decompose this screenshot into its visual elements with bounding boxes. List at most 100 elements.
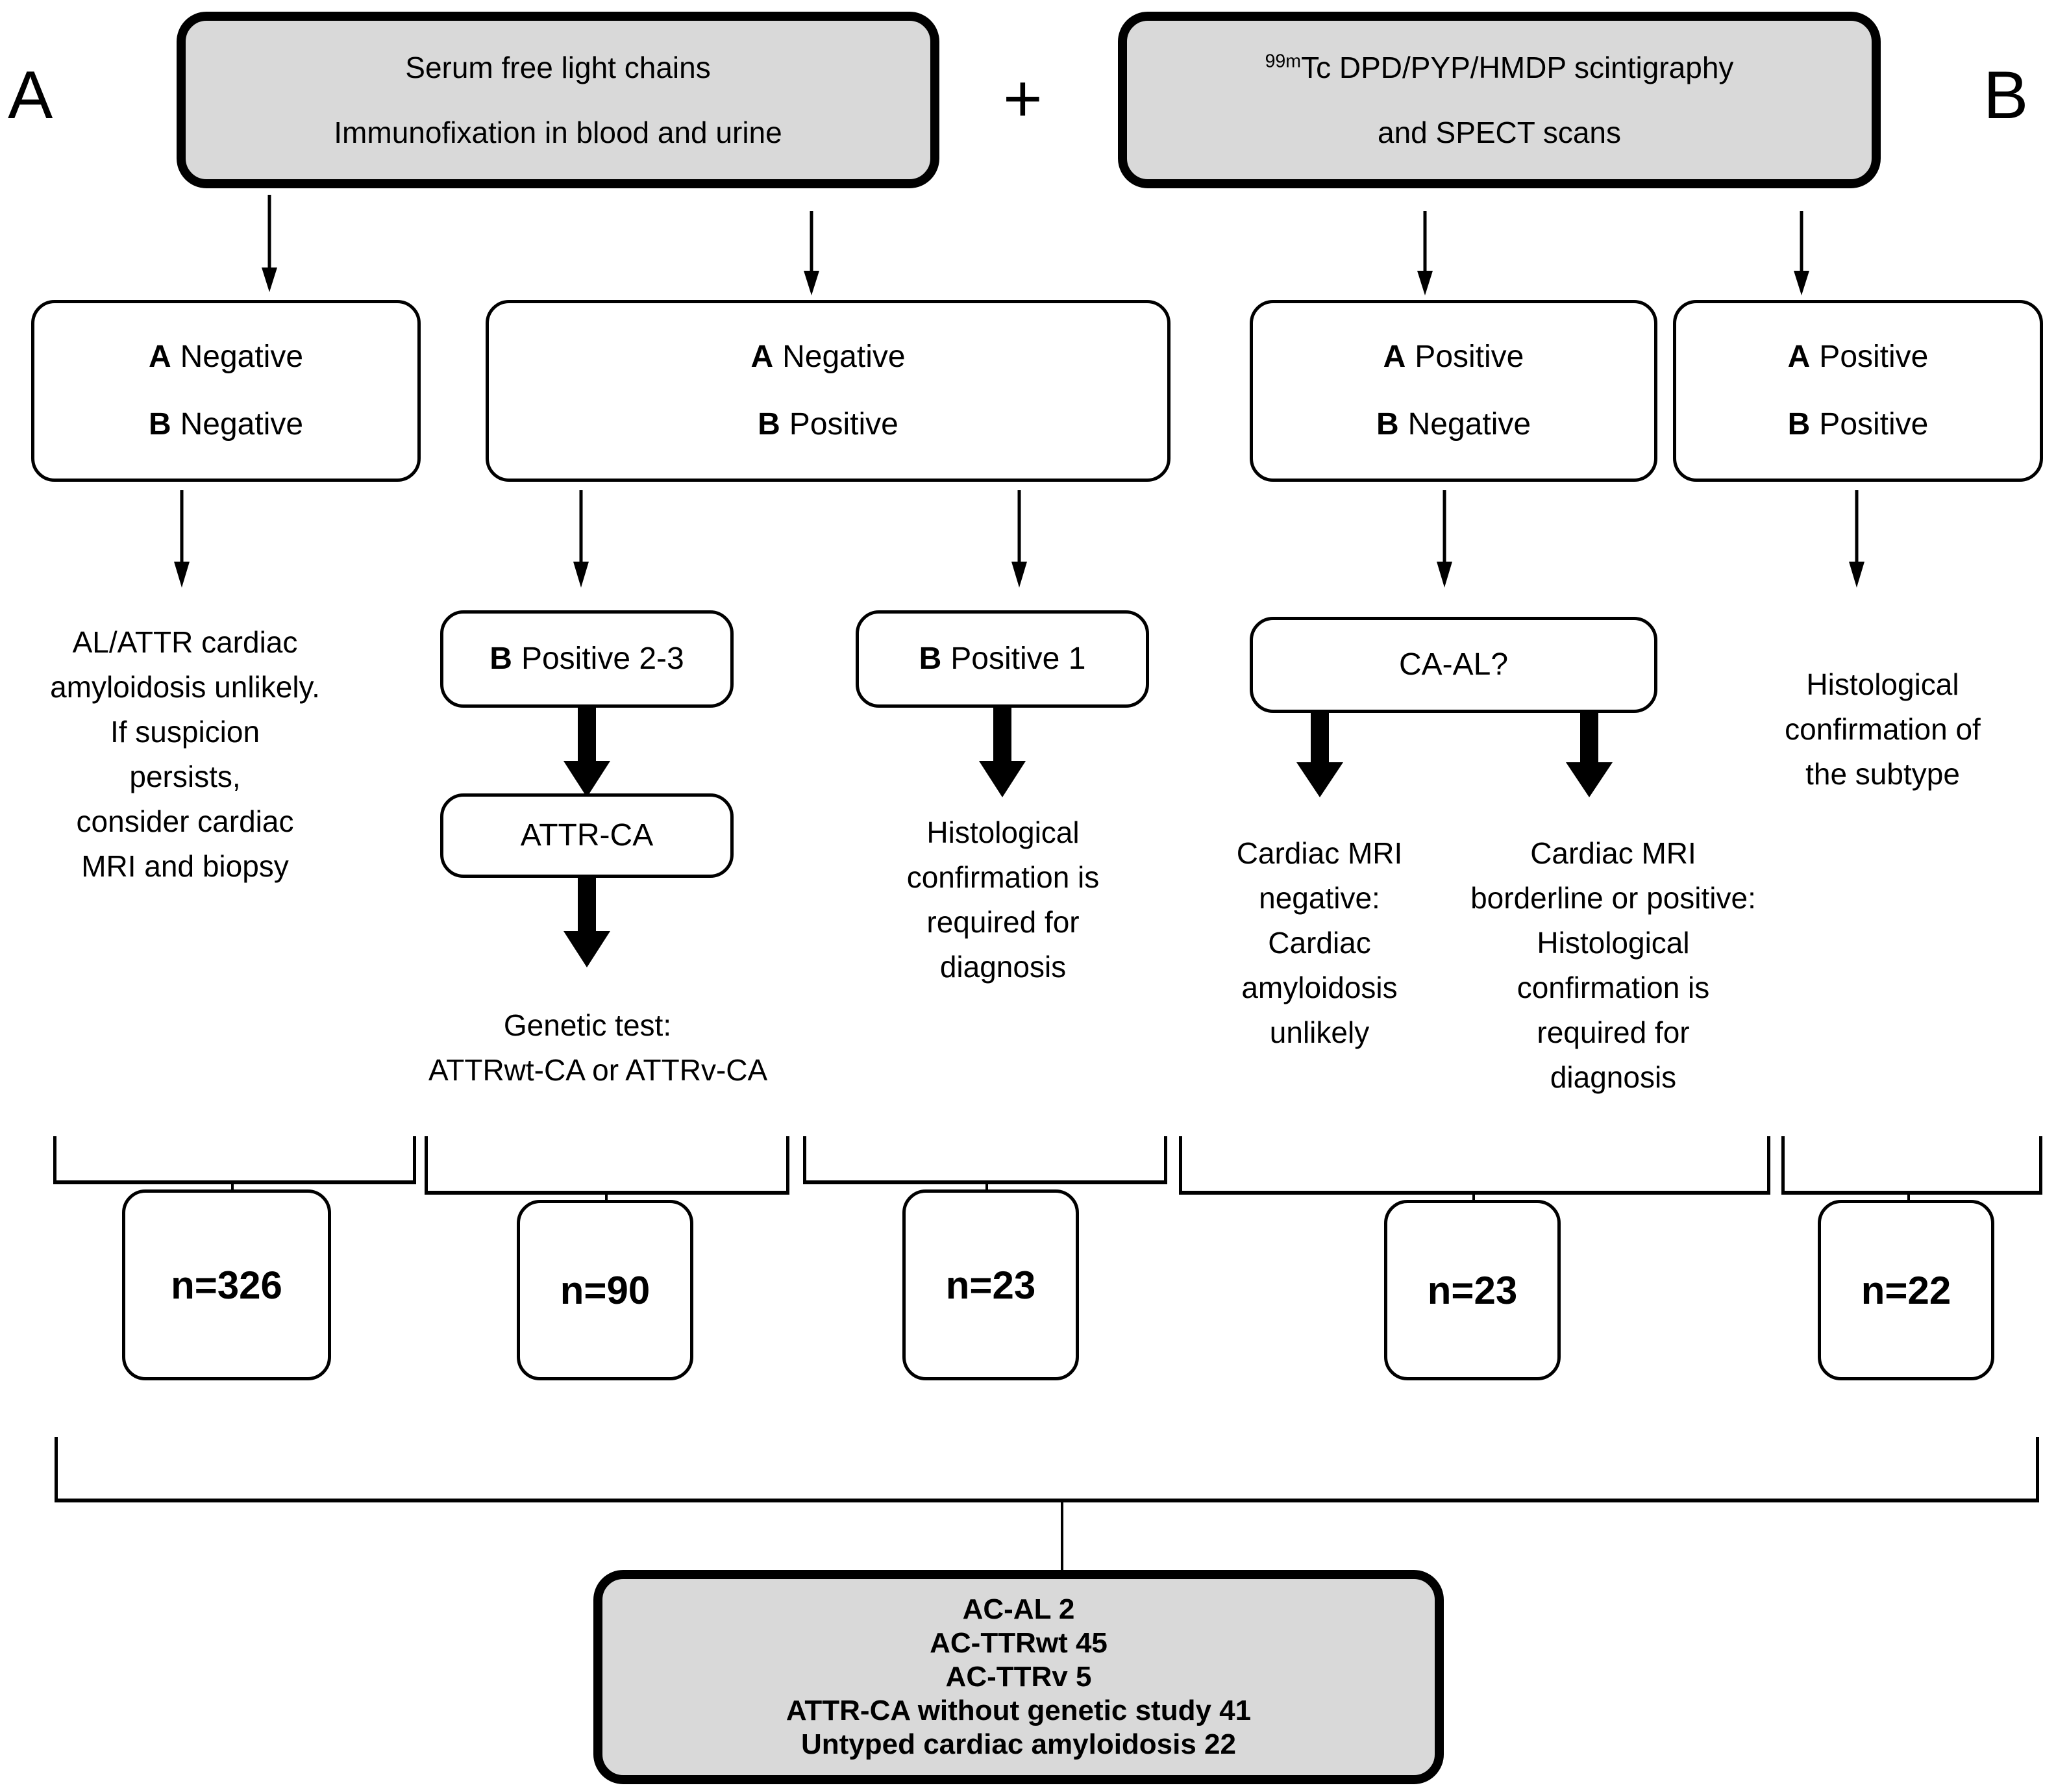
arrow-res4-to-subtype (1849, 490, 1864, 588)
res3-a-label: A (1383, 339, 1406, 374)
mri-bl-line-2: borderline or positive: (1470, 881, 1756, 915)
test-box-serum-free-light-chains[interactable]: Serum free light chains Immunofixation i… (177, 12, 939, 188)
test-a-line1: Serum free light chains (405, 50, 711, 84)
res4-a-label: A (1787, 339, 1811, 374)
bracket4-left-tick (1179, 1136, 1182, 1193)
mri-neg-line-2: negative: (1259, 881, 1380, 915)
mri-bl-line-4: confirmation is (1517, 971, 1710, 1004)
bracket3-bar (803, 1180, 1167, 1184)
test-b-line1: 99mTc DPD/PYP/HMDP scintigraphy (1265, 50, 1734, 84)
test-box-scintigraphy[interactable]: 99mTc DPD/PYP/HMDP scintigraphy and SPEC… (1118, 12, 1881, 188)
bracket1-bar (53, 1180, 416, 1184)
count-box-n-22[interactable]: n=22 (1818, 1200, 1994, 1380)
outcome-text-genetic-test: Genetic test: ATTRwt-CA or ATTRv-CA (428, 1003, 768, 1093)
hist-req-line-1: Histological (926, 815, 1080, 849)
branch-box-attr-ca[interactable]: ATTR-CA (440, 793, 734, 878)
res2-b-value: Positive (789, 407, 898, 442)
test-a-line2: Immunofixation in blood and urine (334, 116, 782, 149)
bracket2-right-tick (786, 1136, 789, 1193)
bracket5-left-tick (1781, 1136, 1785, 1193)
result-box-a-neg-b-pos[interactable]: A Negative B Positive (486, 300, 1170, 482)
mri-bl-line-5: required for (1537, 1015, 1690, 1049)
mri-bl-line-1: Cardiac MRI (1530, 836, 1696, 870)
res2-line-b: B Positive (758, 408, 898, 441)
res2-line-a: A Negative (750, 339, 906, 374)
outcome1-line-1: AL/ATTR cardiac (72, 625, 298, 659)
summary-bracket-right-tick (2036, 1437, 2039, 1502)
arrow-bpos1-to-histological (979, 706, 1026, 797)
res1-b-value: Negative (180, 407, 304, 442)
outcome1-line-3: If suspicion (110, 715, 260, 749)
count-n-23-a-label: n=23 (945, 1263, 1036, 1307)
arrow-test-a-to-res2 (804, 211, 819, 295)
test-b-line1-text: Tc DPD/PYP/HMDP scintigraphy (1301, 50, 1734, 84)
side-label-b: B (1983, 58, 2029, 133)
bracket3-right-tick (1164, 1136, 1167, 1183)
hist-req-line-2: confirmation is (906, 860, 1100, 894)
mri-bl-line-6: diagnosis (1550, 1060, 1677, 1094)
branch-box-b-positive-2-3[interactable]: B Positive 2-3 (440, 610, 734, 708)
summary-box[interactable]: AC-AL 2 AC-TTRwt 45 AC-TTRv 5 ATTR-CA wi… (593, 1570, 1444, 1784)
arrow-bpos23-to-attrca (564, 706, 610, 797)
res1-line-b: B Negative (149, 408, 303, 441)
arrow-attrca-to-genetic-test (564, 877, 610, 967)
outcome-text-subtype: Histological confirmation of the subtype (1727, 662, 2038, 797)
test-b-isotope-superscript: 99m (1265, 51, 1302, 72)
attrca-text: ATTR-CA (520, 817, 654, 852)
plus-operator-icon: + (1003, 61, 1043, 136)
bracket1-left-tick (53, 1136, 56, 1183)
res3-b-label: B (1376, 407, 1399, 442)
bpos1-prefix: B (919, 641, 942, 676)
res1-a-value: Negative (180, 339, 304, 374)
arrow-res2-to-bpos23 (573, 490, 589, 588)
outcome1-line-2: amyloidosis unlikely. (50, 670, 320, 704)
bracket4-right-tick (1767, 1136, 1770, 1193)
res3-b-value: Negative (1407, 407, 1531, 442)
arrow-res1-to-outcome (174, 490, 190, 588)
mri-bl-line-3: Histological (1537, 926, 1690, 960)
res4-a-value: Positive (1819, 339, 1929, 374)
mri-neg-line-4: amyloidosis (1241, 971, 1398, 1004)
res2-a-value: Negative (782, 339, 906, 374)
summary-line-3: AC-TTRv 5 (945, 1660, 1092, 1693)
arrow-res3-to-caal (1437, 490, 1452, 588)
subtype-line-3: the subtype (1805, 757, 1960, 791)
bracket2-left-tick (425, 1136, 428, 1193)
outcome1-line-5: consider cardiac (76, 804, 294, 838)
count-box-n-23-b[interactable]: n=23 (1384, 1200, 1561, 1380)
branch-box-b-positive-1[interactable]: B Positive 1 (856, 610, 1149, 708)
summary-bracket-bar (55, 1499, 2039, 1502)
res1-b-label: B (148, 407, 171, 442)
summary-line-4: ATTR-CA without genetic study 41 (786, 1694, 1252, 1726)
bpos23-prefix: B (489, 641, 512, 676)
res1-a-label: A (148, 339, 171, 374)
res3-line-a: A Positive (1383, 339, 1524, 374)
count-box-n-326[interactable]: n=326 (122, 1189, 331, 1380)
subtype-line-1: Histological (1806, 667, 1959, 701)
subtype-line-2: confirmation of (1785, 712, 1981, 746)
side-label-a: A (8, 58, 53, 133)
result-box-a-neg-b-neg[interactable]: A Negative B Negative (31, 300, 421, 482)
arrow-res2-to-bpos1 (1011, 490, 1027, 588)
res4-b-label: B (1787, 407, 1811, 442)
mri-neg-line-3: Cardiac (1268, 926, 1371, 960)
arrow-caal-to-mri-borderline (1566, 712, 1613, 797)
res4-b-value: Positive (1819, 407, 1929, 442)
caal-text: CA-AL? (1398, 647, 1509, 682)
count-n-326-label: n=326 (171, 1263, 282, 1307)
outcome-text-mri-negative: Cardiac MRI negative: Cardiac amyloidosi… (1204, 831, 1435, 1055)
bpos23-line: B Positive 2-3 (489, 641, 684, 676)
result-box-a-pos-b-neg[interactable]: A Positive B Negative (1250, 300, 1657, 482)
genetic-line-2: ATTRwt-CA or ATTRv-CA (428, 1053, 768, 1087)
test-b-line2: and SPECT scans (1377, 116, 1621, 149)
count-box-n-23-a[interactable]: n=23 (902, 1189, 1079, 1380)
count-box-n-90[interactable]: n=90 (517, 1200, 693, 1380)
res4-line-a: A Positive (1787, 339, 1929, 374)
count-n-22-label: n=22 (1861, 1268, 1951, 1312)
result-box-a-pos-b-pos[interactable]: A Positive B Positive (1673, 300, 2043, 482)
res3-a-value: Positive (1415, 339, 1524, 374)
outcome-text-mri-borderline: Cardiac MRI borderline or positive: Hist… (1448, 831, 1779, 1100)
mri-neg-line-1: Cardiac MRI (1236, 836, 1403, 870)
branch-box-ca-al[interactable]: CA-AL? (1250, 617, 1657, 713)
